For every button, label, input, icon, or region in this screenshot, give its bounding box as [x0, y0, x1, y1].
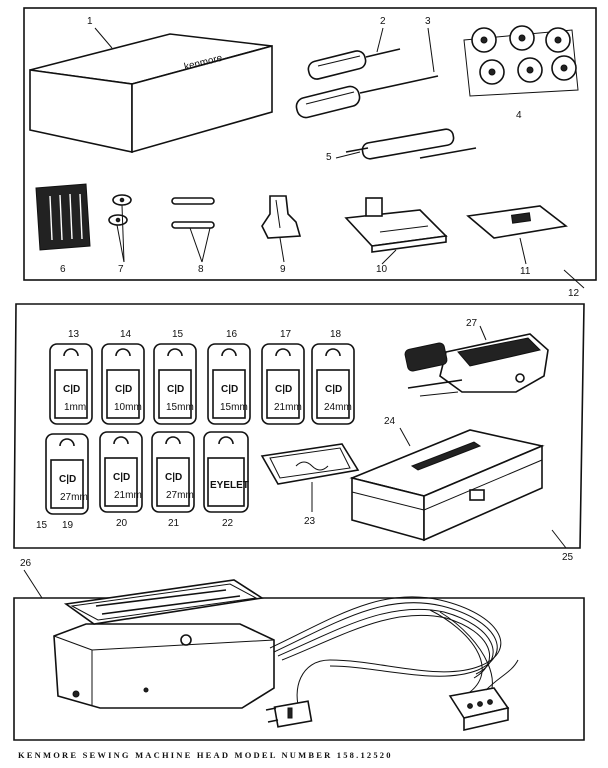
disc-14: 14 C|D 10mm: [101, 329, 145, 425]
label-25: 25: [562, 552, 574, 563]
part-needle-pack: 6: [35, 183, 91, 275]
svg-text:C|D: C|D: [167, 384, 184, 395]
label-18: 18: [330, 329, 342, 340]
label-15: 15: [172, 329, 184, 340]
part-screwdrivers: 2 3: [295, 16, 439, 119]
label-3: 3: [425, 16, 431, 27]
label-22: 22: [222, 518, 234, 529]
plug: [265, 700, 313, 728]
label-27: 27: [466, 318, 478, 329]
disc-21-text: 27mm: [166, 490, 194, 501]
label-17: 17: [280, 329, 292, 340]
panel-bottom-frame: [13, 597, 585, 741]
part-box: kenmore 1: [29, 16, 273, 154]
label-8: 8: [198, 264, 204, 275]
disc-22-text: EYELET: [210, 480, 249, 491]
disc-16: 16 C|D 15mm: [207, 329, 251, 425]
part-attachment-case: 24: [349, 416, 545, 542]
disc-18: 18 C|D 24mm: [311, 329, 355, 425]
label-9: 9: [280, 264, 286, 275]
part-spool-pins: 8: [171, 197, 215, 275]
label-24: 24: [384, 416, 396, 427]
label-4: 4: [516, 110, 522, 121]
part-buttonholer: 27: [404, 318, 549, 397]
svg-text:C|D: C|D: [221, 384, 238, 395]
disc-16-text: 15mm: [220, 402, 248, 413]
label-11: 11: [520, 266, 531, 277]
part-throat-plate: 11: [466, 205, 568, 277]
label-20: 20: [116, 518, 128, 529]
disc-18-text: 24mm: [324, 402, 352, 413]
disc-17: 17 C|D 21mm: [261, 329, 305, 425]
label-16: 16: [226, 329, 238, 340]
label-2: 2: [380, 16, 386, 27]
svg-text:C|D: C|D: [59, 474, 76, 485]
diagram-caption: KENMORE SEWING MACHINE HEAD MODEL NUMBER…: [18, 750, 393, 760]
part-seam-ripper: 5: [326, 128, 477, 163]
label-5: 5: [326, 152, 332, 163]
label-6: 6: [60, 264, 66, 275]
label-14: 14: [120, 329, 132, 340]
label-7: 7: [118, 264, 124, 275]
svg-text:C|D: C|D: [165, 472, 182, 483]
panel-top-frame: [23, 7, 597, 281]
disc-19: C|D 27mm 19: [45, 433, 89, 531]
panel-middle: 13 C|D 1mm 14 C|D 10mm 15: [13, 303, 585, 563]
disc-21: C|D 27mm 21: [151, 431, 195, 529]
part-foot-control: [53, 579, 275, 709]
socket-connector: [448, 659, 519, 732]
part-template-card: 23: [260, 443, 360, 527]
svg-text:C|D: C|D: [113, 472, 130, 483]
panel-top: kenmore 1 2 3 4: [23, 7, 597, 299]
panel-middle-frame: [13, 303, 585, 549]
corner-label-15: 15: [36, 520, 48, 531]
label-23: 23: [304, 516, 316, 527]
disc-13-text: 1mm: [64, 402, 86, 413]
part-presser-foot: 9: [261, 195, 302, 275]
svg-text:C|D: C|D: [63, 384, 80, 395]
part-bobbins: 4: [463, 25, 579, 121]
disc-17-text: 21mm: [274, 402, 302, 413]
label-13: 13: [68, 329, 80, 340]
disc-14-text: 10mm: [114, 402, 142, 413]
label-21: 21: [168, 518, 180, 529]
svg-text:C|D: C|D: [275, 384, 292, 395]
disc-20: C|D 21mm 20: [99, 431, 143, 529]
disc-19-text: 27mm: [60, 492, 88, 503]
label-12: 12: [568, 288, 580, 299]
svg-text:C|D: C|D: [325, 384, 342, 395]
cam-discs: 13 C|D 1mm 14 C|D 10mm 15: [45, 329, 355, 531]
disc-22: EYELET 22: [203, 431, 249, 529]
part-foot-attachment: 10: [344, 197, 448, 275]
label-26: 26: [20, 558, 32, 569]
label-10: 10: [376, 264, 388, 275]
svg-text:C|D: C|D: [115, 384, 132, 395]
label-1: 1: [87, 16, 93, 27]
disc-15: 15 C|D 15mm: [153, 329, 197, 425]
disc-13: 13 C|D 1mm: [49, 329, 93, 425]
disc-15-text: 15mm: [166, 402, 194, 413]
label-19: 19: [62, 520, 74, 531]
disc-20-text: 21mm: [114, 490, 142, 501]
panel-bottom: 26: [13, 558, 585, 741]
part-felts: 7: [108, 194, 132, 275]
